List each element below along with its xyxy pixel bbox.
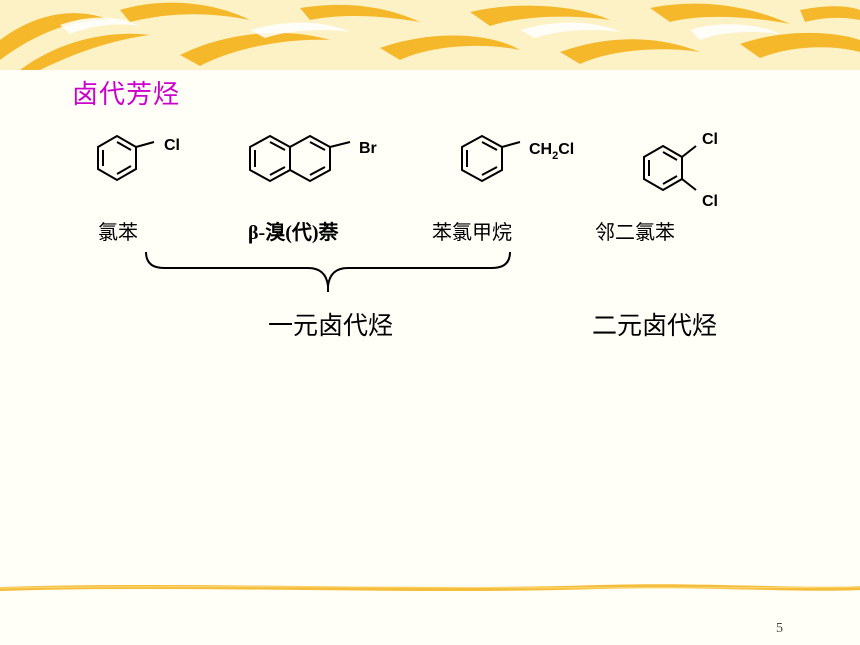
benzyl-chloride-structure: CH2Cl bbox=[461, 134, 574, 183]
decorative-banner bbox=[0, 0, 860, 70]
compound-name-dichlorobenzene: 邻二氯苯 bbox=[595, 220, 675, 244]
compound-name-benzyl-chloride: 苯氯甲烷 bbox=[432, 220, 512, 244]
group-label-di: 二元卤代烃 bbox=[592, 311, 718, 340]
compound-name-bromonaphthalene: β-溴(代)萘 bbox=[248, 222, 339, 244]
page-number: 5 bbox=[776, 621, 783, 636]
bromine-label: Br bbox=[359, 140, 377, 157]
group-label-mono: 一元卤代烃 bbox=[268, 311, 394, 340]
grouping-brace bbox=[145, 251, 511, 292]
footer-decorative-line bbox=[0, 584, 860, 591]
chlorine-label-top: Cl bbox=[702, 131, 718, 148]
chlorobenzene-structure: Cl bbox=[97, 134, 180, 182]
compound-name-chlorobenzene: 氯苯 bbox=[98, 220, 138, 244]
chlorine-label-bottom: Cl bbox=[702, 193, 718, 210]
dichlorobenzene-structure: Cl Cl bbox=[643, 131, 718, 210]
bromonaphthalene-structure: Br bbox=[249, 134, 377, 183]
slide-title: 卤代芳烃 bbox=[72, 80, 181, 110]
chlorine-label: Cl bbox=[164, 137, 180, 154]
ch2cl-label: CH2Cl bbox=[529, 141, 574, 162]
